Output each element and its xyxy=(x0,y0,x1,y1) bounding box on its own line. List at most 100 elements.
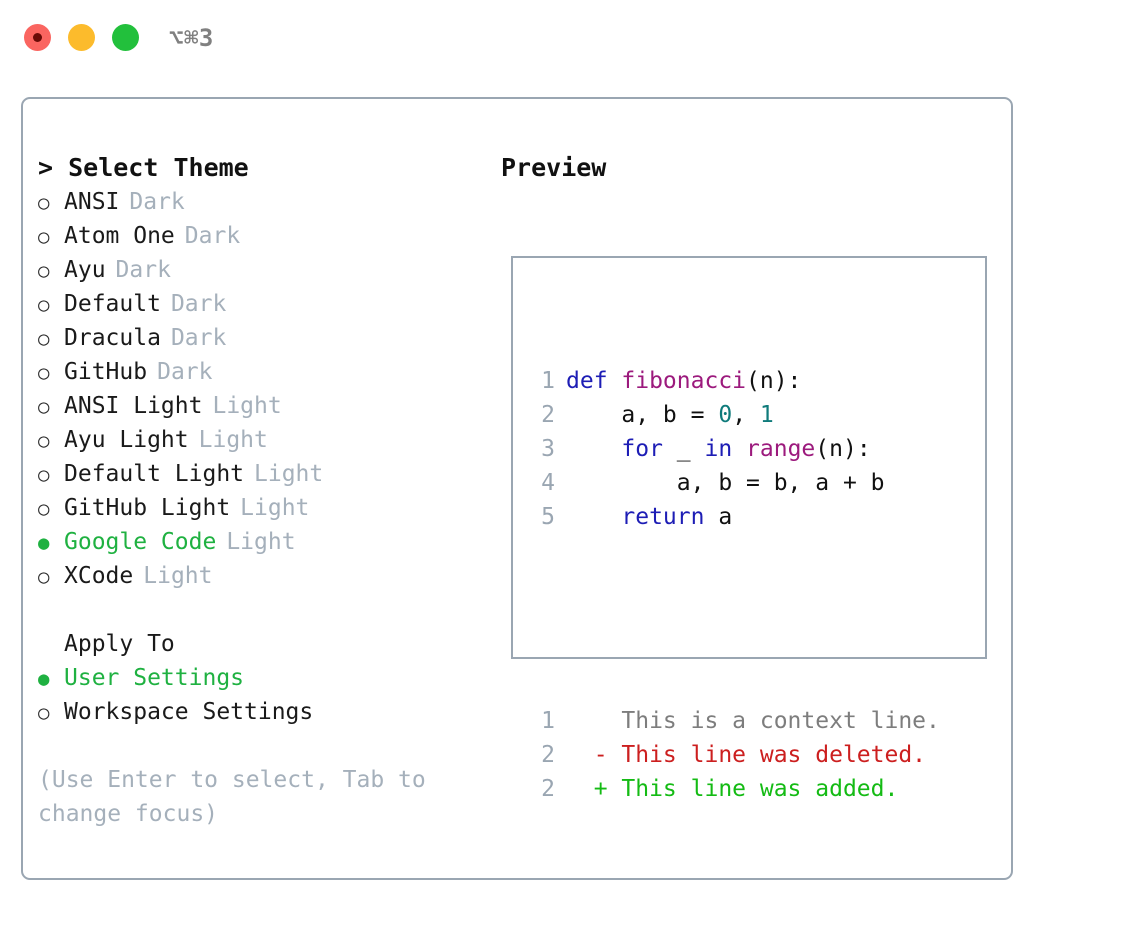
code-line: 5 return a xyxy=(527,500,940,534)
code-token-pl: (n): xyxy=(815,436,871,462)
code-token-kw: def xyxy=(566,368,622,394)
radio-unselected-icon[interactable]: ○ xyxy=(38,294,50,316)
code-token-pl: a xyxy=(704,504,733,530)
line-number: 1 xyxy=(541,368,555,394)
theme-variant-tag: Dark xyxy=(157,359,213,385)
theme-variant-tag: Dark xyxy=(170,325,227,351)
code-token-kw: return xyxy=(621,504,705,530)
maximize-dot[interactable] xyxy=(112,24,139,51)
theme-variant-tag: Dark xyxy=(115,257,171,283)
theme-variant-tag: Light xyxy=(198,427,268,453)
theme-variant-tag: Dark xyxy=(184,223,241,249)
apply-to-item[interactable]: ○ Workspace Settings xyxy=(38,695,488,729)
apply-to-item[interactable]: ● User Settings xyxy=(38,661,488,695)
theme-list-item[interactable]: ○ Dracula Dark xyxy=(38,321,488,355)
code-token-kw: for xyxy=(621,436,663,462)
radio-unselected-icon[interactable]: ○ xyxy=(38,396,50,418)
apply-to-label: User Settings xyxy=(64,665,245,691)
code-token-fn: fibonacci xyxy=(621,368,747,394)
theme-variant-tag: Dark xyxy=(170,291,227,317)
diff-line-text: + This line was added. xyxy=(566,776,899,802)
diff-block: 1 This is a context line.2 - This line w… xyxy=(527,704,940,806)
code-token-pl: _ xyxy=(662,436,705,462)
radio-unselected-icon[interactable]: ○ xyxy=(38,192,50,214)
theme-name: ANSI Light xyxy=(64,393,203,419)
code-line: 4 a, b = b, a + b xyxy=(527,466,940,500)
theme-name: Default xyxy=(64,291,161,317)
code-token-pl: , xyxy=(732,402,760,428)
radio-unselected-icon[interactable]: ○ xyxy=(38,702,50,724)
radio-unselected-icon[interactable]: ○ xyxy=(38,362,50,384)
radio-unselected-icon[interactable]: ○ xyxy=(38,566,50,588)
theme-variant-tag: Light xyxy=(240,495,310,521)
code-token-pl xyxy=(732,436,746,462)
code-spacer xyxy=(527,602,940,636)
code-line-text: for _ in range(n): xyxy=(555,432,871,466)
code-token-pl: a, b = b, a + b xyxy=(566,470,885,496)
spacer xyxy=(38,729,488,763)
code-token-kw: in xyxy=(704,436,733,462)
theme-name: GitHub xyxy=(64,359,148,385)
theme-list-item[interactable]: ○ Ayu Light Light xyxy=(38,423,488,457)
diff-line-text: - This line was deleted. xyxy=(566,742,927,768)
line-number: 2 xyxy=(541,742,555,768)
theme-list-item[interactable]: ○ Ayu Dark xyxy=(38,253,488,287)
radio-unselected-icon[interactable]: ○ xyxy=(38,430,50,452)
theme-list-item[interactable]: ● Google Code Light xyxy=(38,525,488,559)
code-line-text: a, b = b, a + b xyxy=(555,466,885,500)
theme-name: Ayu Light xyxy=(64,427,189,453)
code-token-num: 0 xyxy=(718,402,733,428)
radio-unselected-icon[interactable]: ○ xyxy=(38,464,50,486)
close-dot[interactable] xyxy=(24,24,51,51)
radio-selected-icon[interactable]: ● xyxy=(38,532,50,554)
theme-variant-tag: Light xyxy=(226,529,296,555)
spacer xyxy=(38,593,488,627)
code-token-pl: (n): xyxy=(746,368,802,394)
radio-unselected-icon[interactable]: ○ xyxy=(38,226,50,248)
theme-name: ANSI xyxy=(64,189,120,215)
theme-variant-tag: Light xyxy=(254,461,324,487)
theme-name: Dracula xyxy=(64,325,161,351)
code-line-text: return a xyxy=(555,500,732,534)
radio-selected-icon[interactable]: ● xyxy=(38,668,50,690)
radio-unselected-icon[interactable]: ○ xyxy=(38,260,50,282)
theme-variant-tag: Dark xyxy=(129,189,185,215)
diff-line: 2 - This line was deleted. xyxy=(527,738,940,772)
apply-to-label: Workspace Settings xyxy=(64,699,314,725)
code-token-num: 1 xyxy=(759,402,774,428)
code-token-pl xyxy=(566,436,621,462)
code-line-text: def fibonacci(n): xyxy=(555,364,801,398)
line-number: 1 xyxy=(541,708,555,734)
preview-header: Preview xyxy=(501,153,607,182)
apply-to-header-row: ○ Apply To xyxy=(38,627,488,661)
radio-unselected-icon[interactable]: ○ xyxy=(38,498,50,520)
window-controls xyxy=(24,24,139,51)
theme-name: Google Code xyxy=(64,529,217,555)
theme-list-item[interactable]: ○ ANSI Dark xyxy=(38,185,488,219)
diff-line: 1 This is a context line. xyxy=(527,704,940,738)
minimize-dot[interactable] xyxy=(68,24,95,51)
code-token-pl: a, b = xyxy=(566,402,719,428)
apply-to-list: ● User Settings ○ Workspace Settings xyxy=(38,661,488,729)
theme-list-item[interactable]: ○ GitHub Dark xyxy=(38,355,488,389)
radio-unselected-icon[interactable]: ○ xyxy=(38,328,50,350)
theme-name: XCode xyxy=(64,563,134,589)
theme-name: Ayu xyxy=(64,257,106,283)
theme-list-item[interactable]: ○ Default Dark xyxy=(38,287,488,321)
code-line: 2 a, b = 0, 1 xyxy=(527,398,940,432)
apply-to-header-label: Apply To xyxy=(64,631,175,657)
diff-line-text: This is a context line. xyxy=(566,708,940,734)
